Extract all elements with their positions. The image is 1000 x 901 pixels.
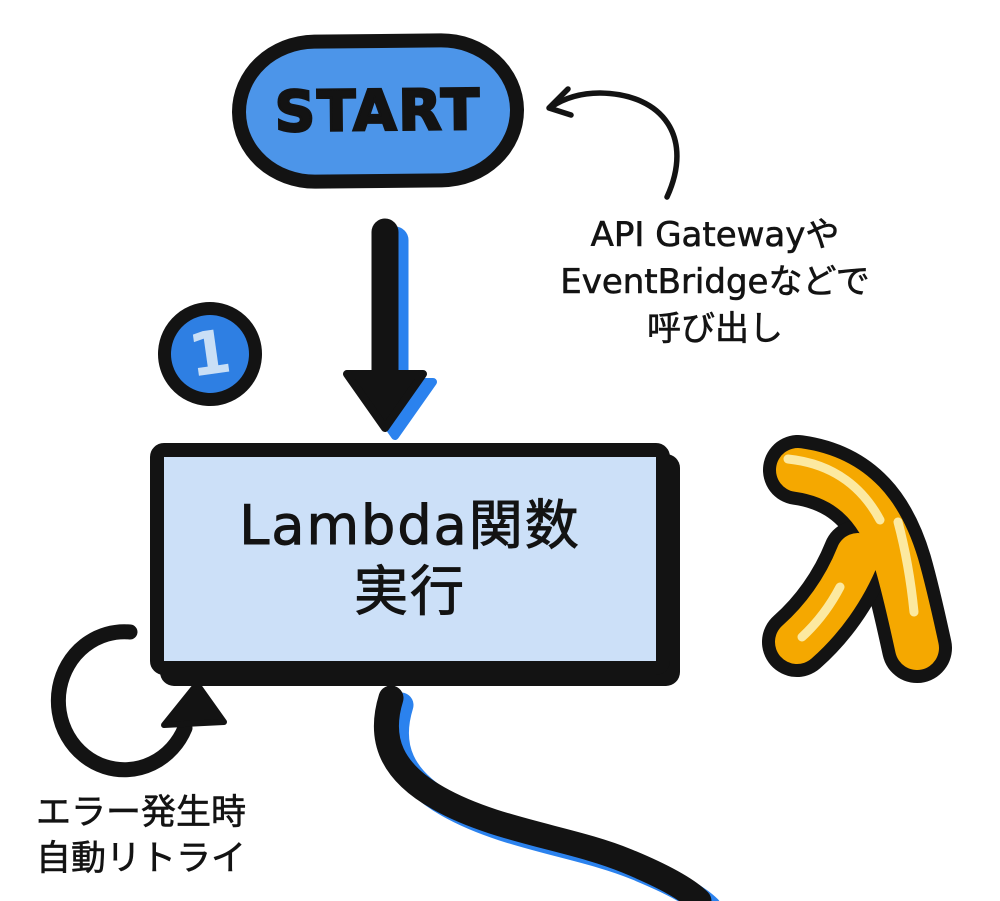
trigger-note-line1: API Gatewayや (590, 215, 840, 256)
retry-loop-arc (50, 624, 193, 778)
down-arrow-icon (343, 218, 437, 440)
flow-curve-path (373, 685, 712, 901)
retry-loop-icon (50, 624, 227, 778)
lambda-logo-icon (762, 435, 952, 683)
start-node: START (231, 32, 525, 190)
lambda-function-box: Lambda関数 実行 (150, 443, 670, 675)
curved-arrow-icon (546, 86, 680, 200)
lambda-box-line1: Lambda関数 (239, 494, 581, 558)
retry-note: エラー発生時 自動リトライ (36, 790, 247, 882)
trigger-note-line2: EventBridgeなどで (560, 262, 870, 303)
retry-note-line1: エラー発生時 (36, 793, 247, 834)
start-label: START (273, 76, 482, 146)
flow-curve-icon (373, 685, 720, 901)
curved-arrow-path (548, 90, 680, 200)
step-badge-number: 1 (184, 316, 236, 392)
retry-loop-head (161, 681, 227, 728)
lambda-logo-highlights (783, 454, 919, 642)
curved-arrow-head (546, 86, 574, 118)
trigger-note: API Gatewayや EventBridgeなどで 呼び出し (505, 212, 925, 353)
retry-note-line2: 自動リトライ (36, 839, 247, 880)
lambda-box-line2: 実行 (354, 560, 466, 624)
trigger-note-line3: 呼び出し (647, 309, 784, 350)
down-arrow-body (343, 218, 427, 432)
